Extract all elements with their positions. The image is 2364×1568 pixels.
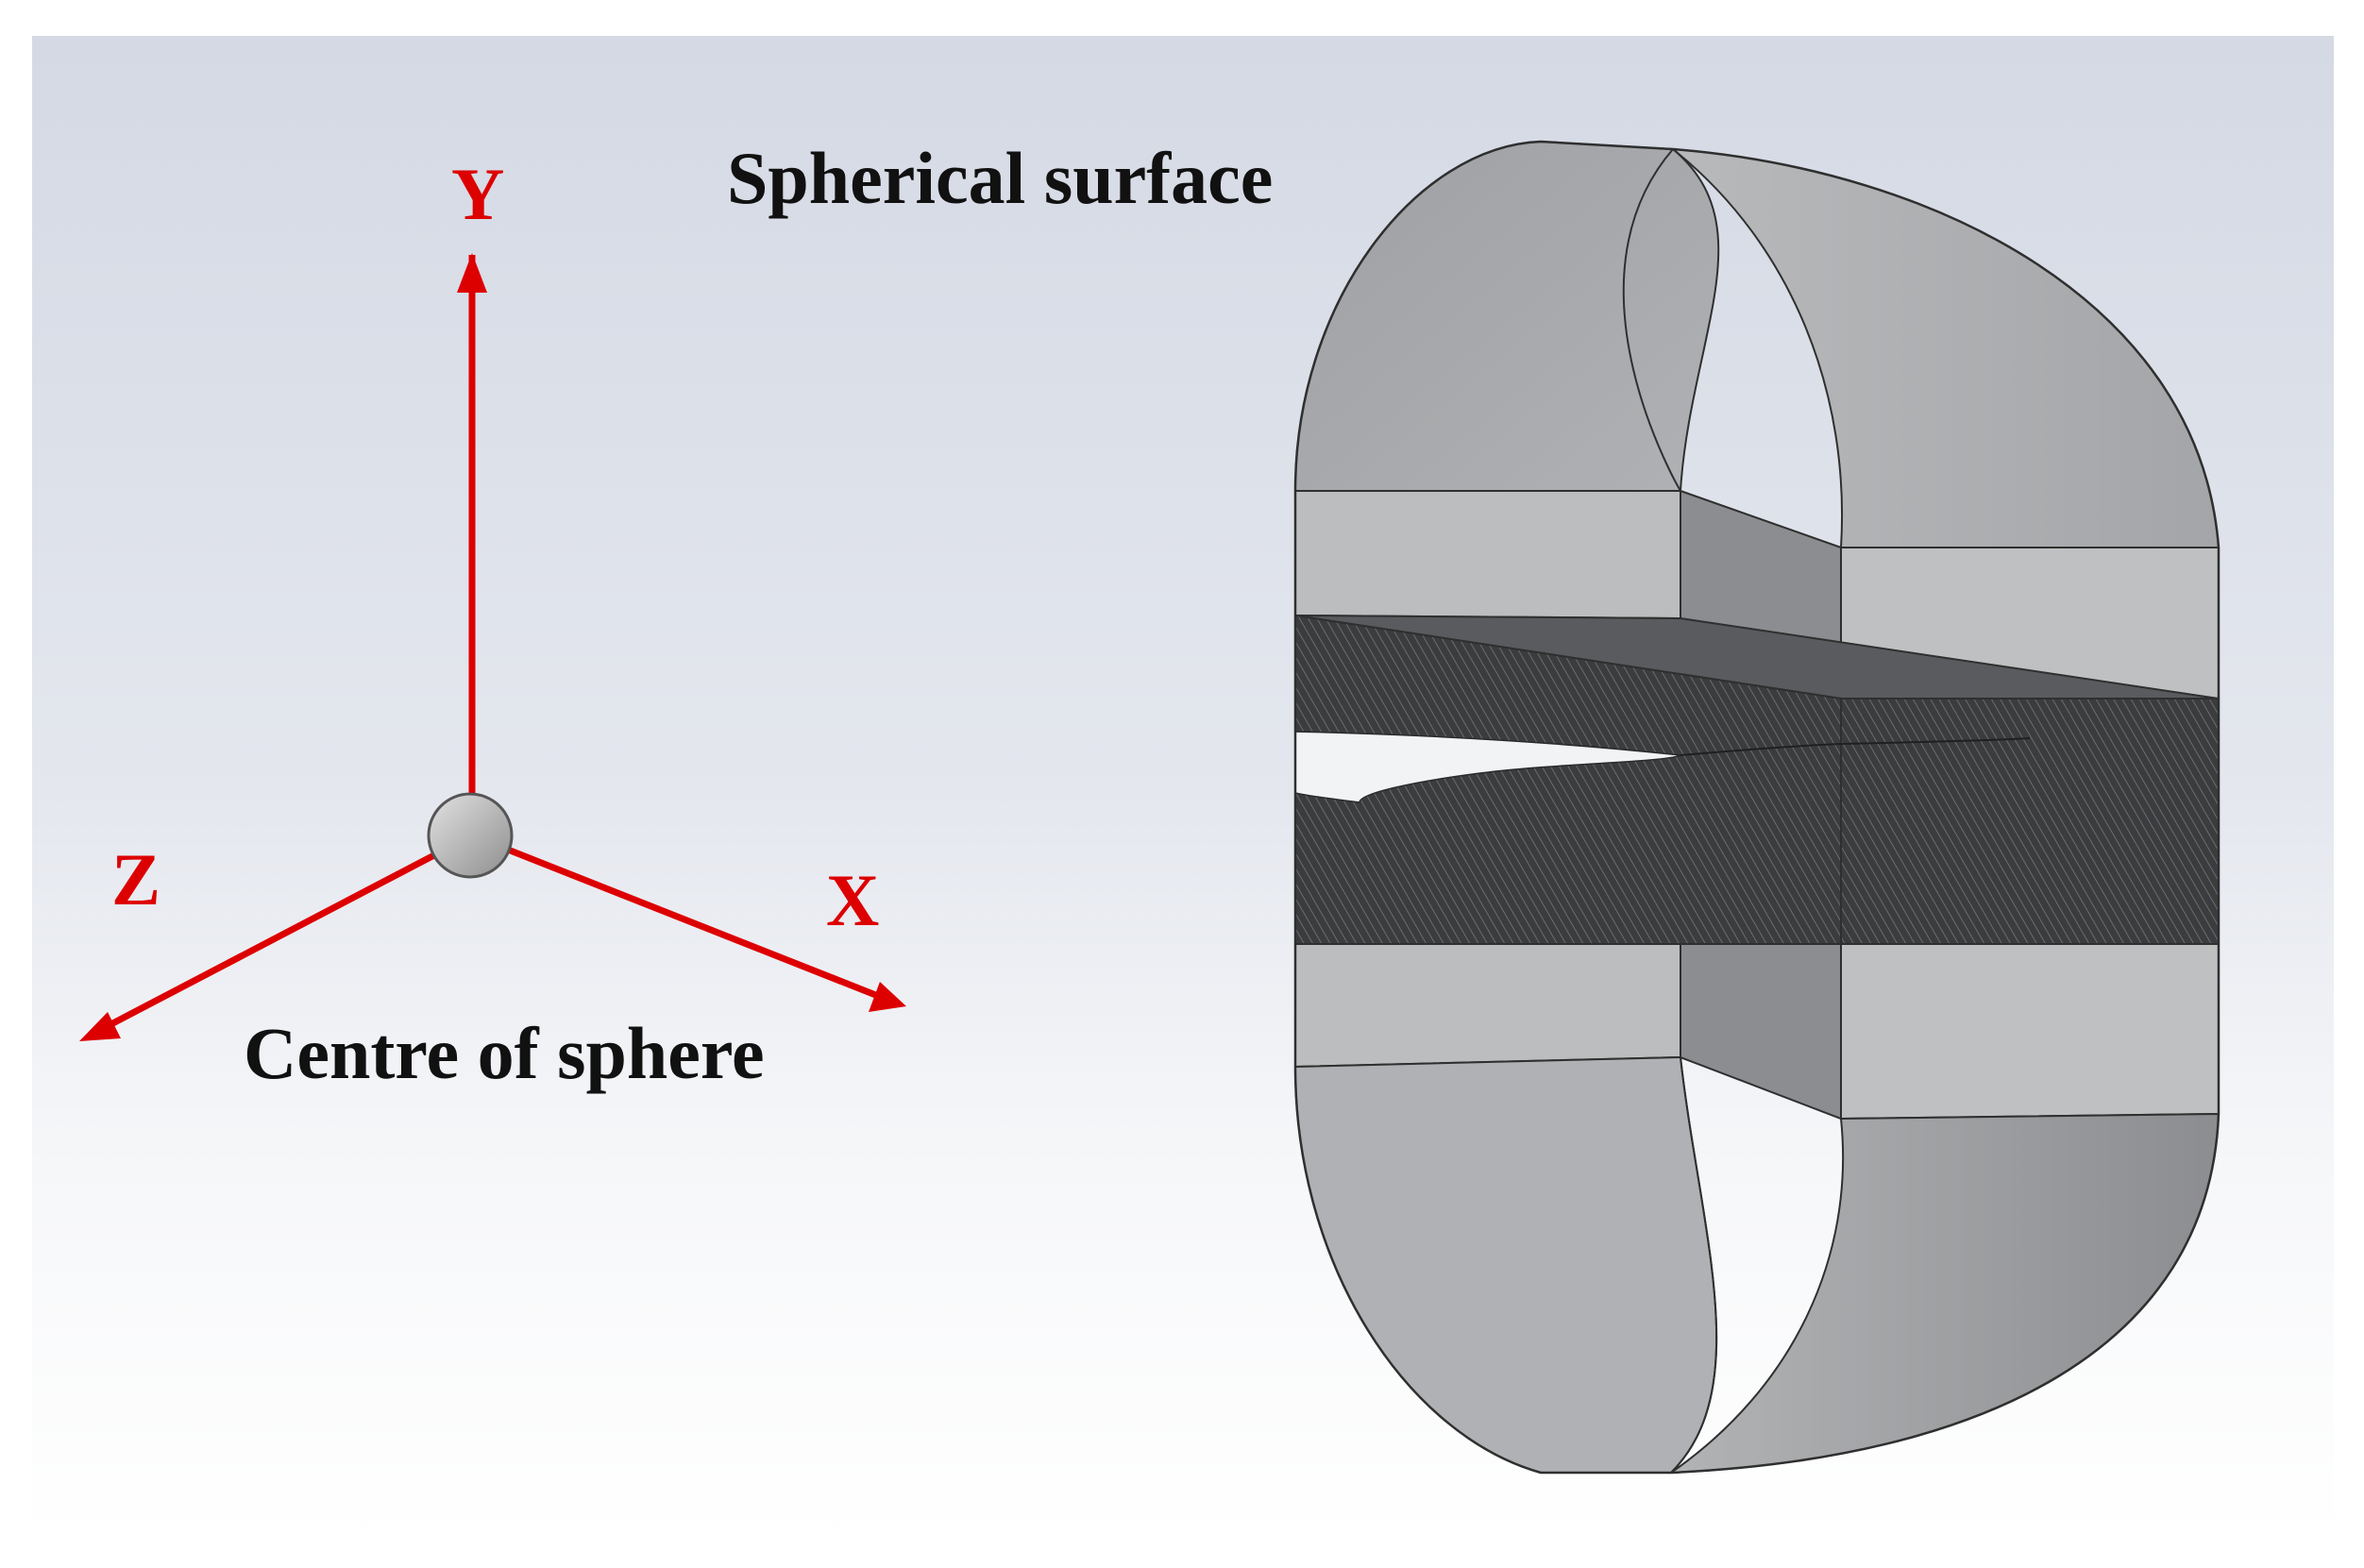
front-face-lower-band [1294, 943, 1681, 1069]
x-axis-arrowhead [869, 982, 906, 1012]
z-axis-line [100, 832, 474, 1033]
edge-curve-front [1622, 148, 1718, 1474]
crack [1294, 731, 1681, 803]
sphere-centre-marker [427, 792, 514, 879]
axis-label-x: X [826, 859, 879, 941]
outer-outline [1293, 140, 2220, 1475]
right-face-lower-band [1840, 943, 2220, 1121]
front-face-upper-band [1294, 490, 1681, 620]
axis-label-z: Z [111, 838, 160, 920]
z-axis-arrowhead [79, 1012, 121, 1041]
label-spherical-surface: Spherical surface [727, 137, 1273, 219]
spherical-segment-model [1293, 140, 2220, 1475]
axis-label-y: Y [451, 153, 504, 235]
layered-specimen-side [1840, 698, 2220, 945]
x-axis-line [470, 832, 880, 1000]
coordinate-axes [79, 253, 906, 1041]
crack-tail [1680, 737, 2031, 756]
label-centre-of-sphere: Centre of sphere [244, 1012, 765, 1094]
y-axis-arrowhead [457, 253, 487, 293]
